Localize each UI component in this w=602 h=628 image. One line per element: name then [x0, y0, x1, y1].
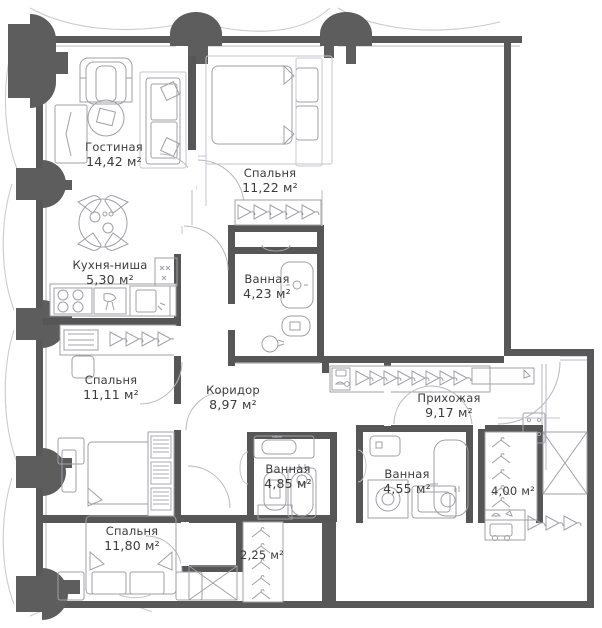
wardrobe-225 — [145, 521, 284, 603]
bath3-fixtures — [357, 435, 469, 519]
bath2-fixtures — [239, 435, 317, 520]
hall-wardrobe-strip — [329, 361, 561, 444]
door-openings — [174, 150, 485, 566]
bedroom2-furniture — [57, 324, 183, 517]
glass-partitions — [191, 190, 323, 226]
bedroom1-furniture — [197, 55, 333, 207]
bath1-lower-fixtures — [235, 362, 321, 364]
corridor-doors — [185, 391, 231, 509]
bath1-fixtures — [181, 225, 314, 353]
furniture — [49, 55, 588, 603]
living-room-furniture — [54, 57, 197, 191]
kitchen-furniture — [49, 195, 178, 317]
storage-furniture — [484, 431, 588, 541]
bedroom3-furniture — [57, 515, 203, 601]
bedroom1-wardrobe — [234, 199, 322, 226]
